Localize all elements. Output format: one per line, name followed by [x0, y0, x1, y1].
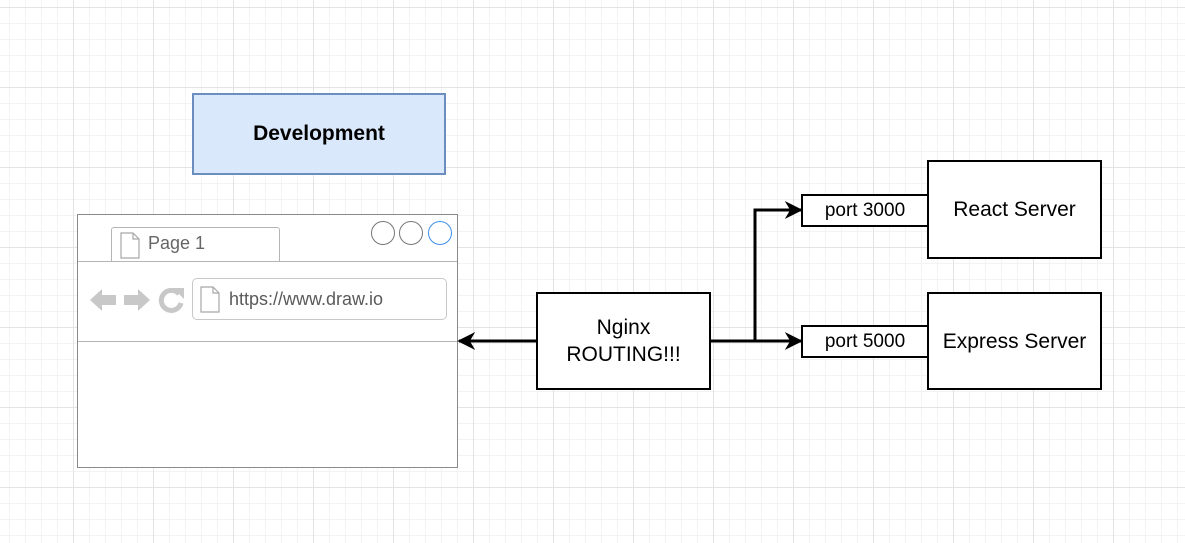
browser-window: Page 1 https://www.draw.io	[77, 214, 458, 468]
refresh-icon[interactable]	[157, 286, 185, 314]
url-text: https://www.draw.io	[229, 289, 384, 309]
express-server-label: Express Server	[942, 329, 1087, 353]
tab-divider	[78, 261, 457, 262]
url-page-icon	[200, 286, 220, 313]
diagram-title: Development	[253, 122, 385, 145]
port-3000-box[interactable]: port 3000	[801, 194, 929, 227]
window-button-active[interactable]	[428, 221, 452, 245]
tab-label: Page 1	[148, 233, 206, 253]
port-3000-label: port 3000	[824, 200, 906, 221]
window-button-2[interactable]	[399, 221, 423, 245]
page-icon	[120, 232, 140, 259]
toolbar-divider	[78, 341, 457, 342]
nginx-routing-label: ROUTING!!!	[566, 343, 681, 366]
port-5000-box[interactable]: port 5000	[801, 325, 929, 358]
back-arrow-icon[interactable]	[89, 287, 117, 313]
react-server-node[interactable]: React Server	[927, 160, 1102, 259]
nginx-to-port-3000-arrow	[710, 201, 803, 343]
development-title-box: Development	[192, 93, 446, 175]
express-server-node[interactable]: Express Server	[927, 292, 1102, 390]
address-bar[interactable]	[192, 278, 447, 320]
react-server-label: React Server	[953, 198, 1076, 221]
forward-arrow-icon[interactable]	[123, 287, 151, 313]
nginx-label: Nginx	[596, 316, 651, 339]
window-button-1[interactable]	[371, 221, 395, 245]
nginx-node[interactable]: Nginx ROUTING!!!	[536, 292, 711, 390]
port-5000-label: port 5000	[824, 331, 906, 352]
